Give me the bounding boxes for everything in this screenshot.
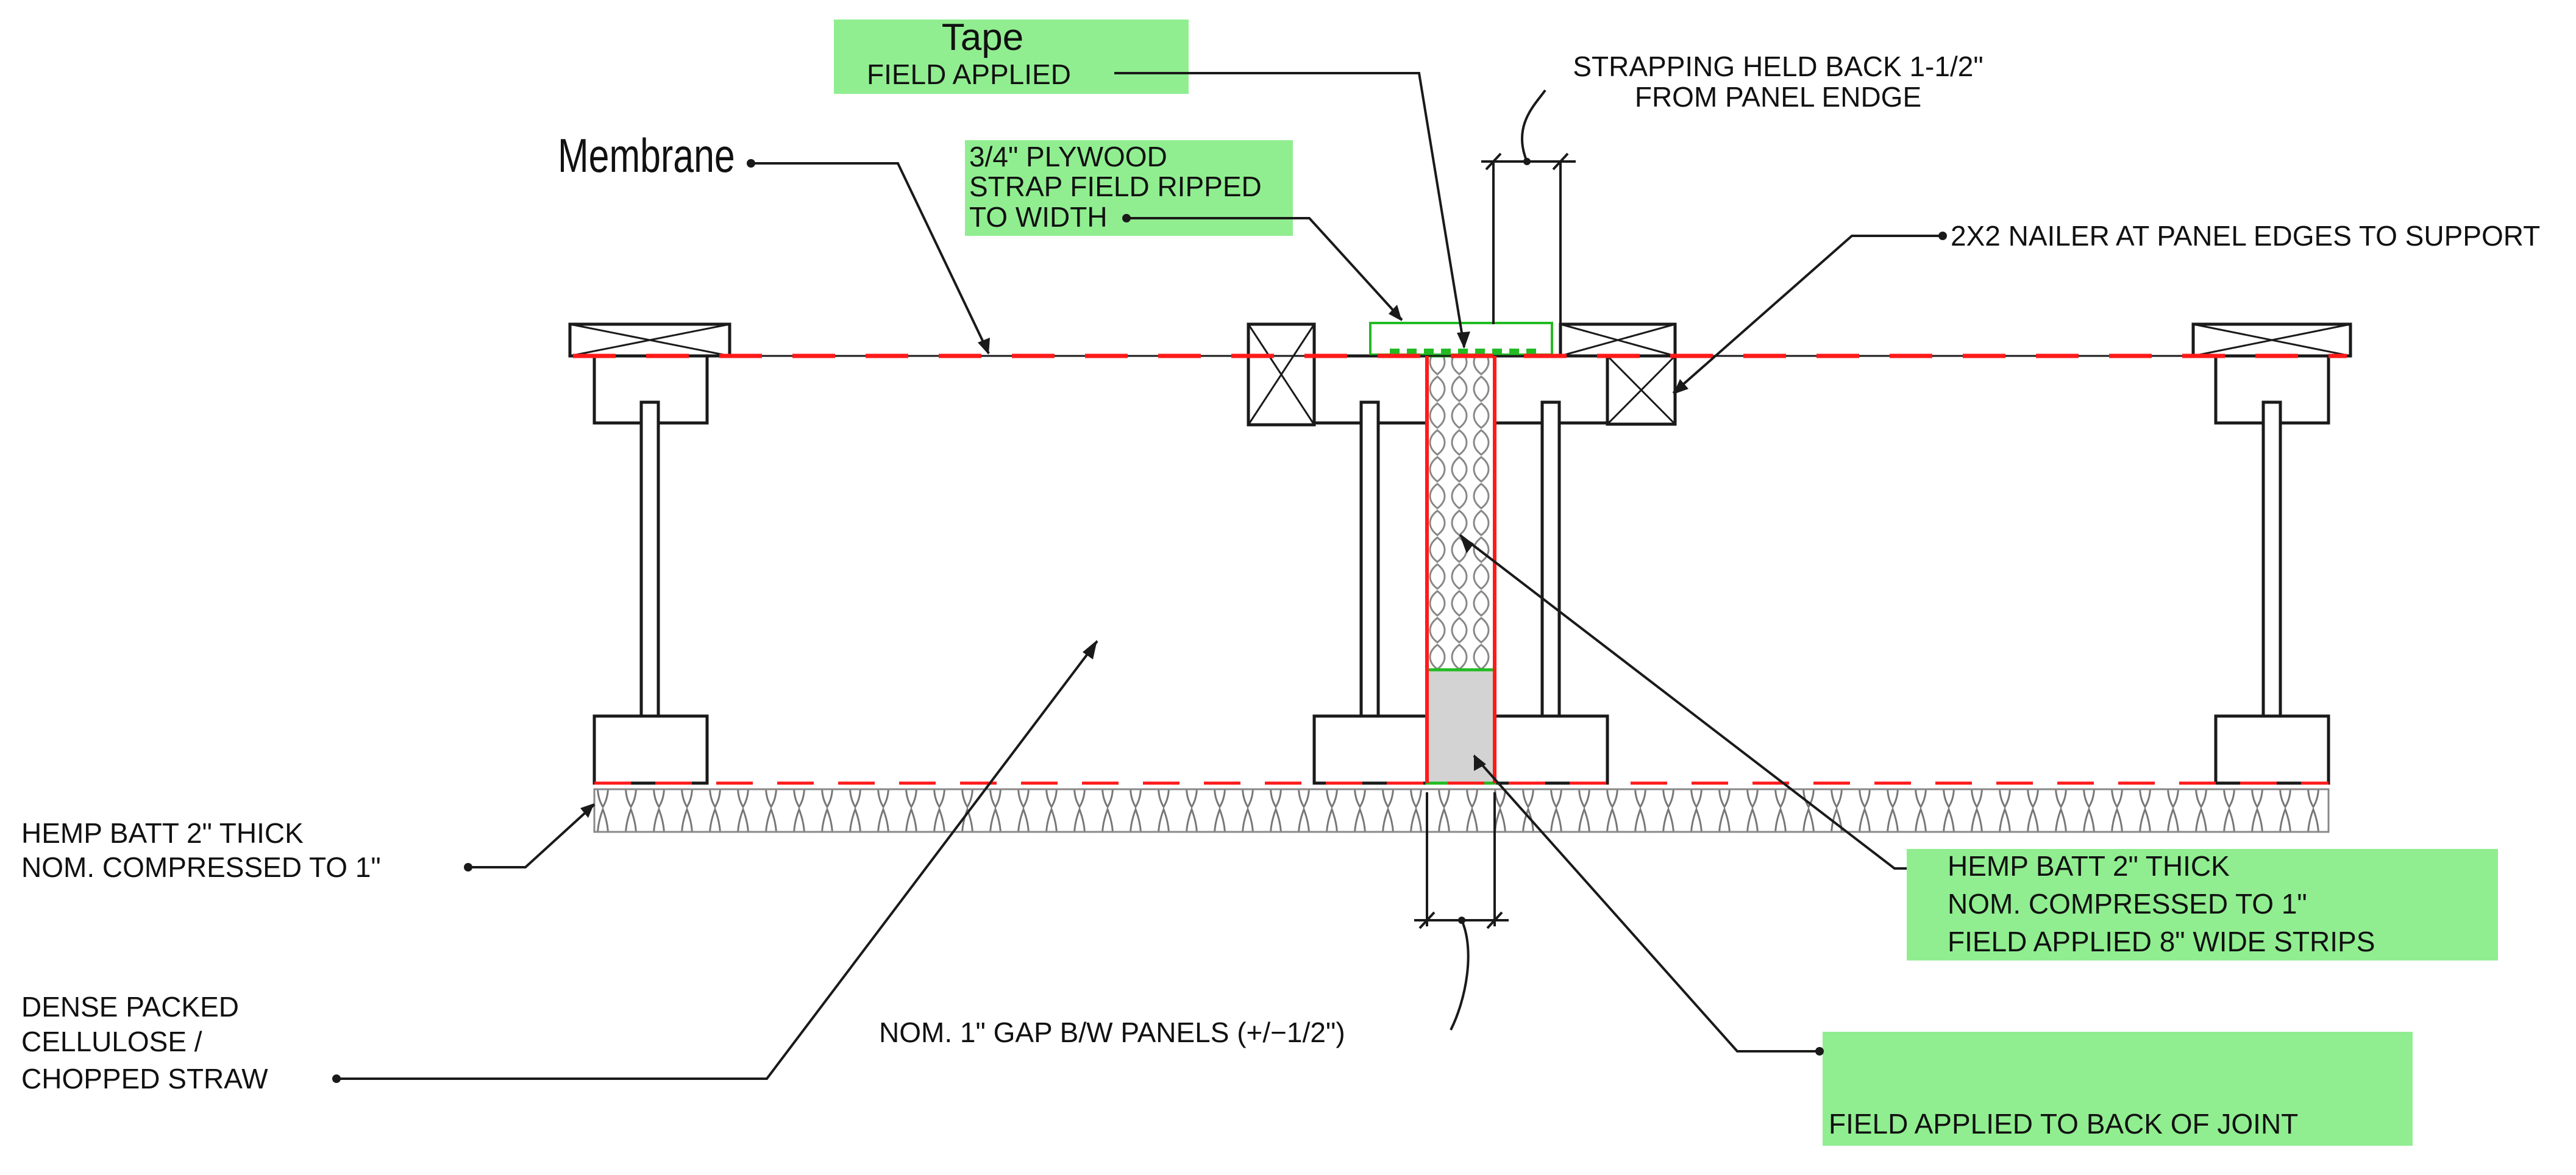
tape-subtitle: FIELD APPLIED: [867, 59, 1071, 90]
hemp-right-line-1: HEMP BATT 2" THICK: [1948, 850, 2230, 882]
nailer-x-marks: [569, 323, 2351, 425]
hemp-left-line-2: NOM. COMPRESSED TO 1": [21, 851, 381, 883]
right-web: [2261, 400, 2282, 742]
back-joint-highlight: [1823, 1032, 2413, 1146]
left-bottom-flange: [592, 714, 709, 785]
plywood-line-3: TO WIDTH: [969, 201, 1108, 233]
nailer-label: 2X2 NAILER AT PANEL EDGES TO SUPPORT: [1951, 220, 2540, 252]
center-right-bottom-flange: [1493, 714, 1609, 785]
gap-label: NOM. 1" GAP B/W PANELS (+/−1/2"): [879, 1017, 1345, 1048]
hemp-right-highlight: [1907, 849, 2498, 960]
highlight-boxes: [834, 20, 2498, 1146]
leader-dots: [332, 158, 1947, 1083]
labels: Tape FIELD APPLIED Membrane 3/4" PLYWOOD…: [21, 16, 2540, 1140]
center-left-web: [1359, 400, 1380, 742]
arrowheads: [580, 305, 1688, 818]
tape-title: Tape: [942, 16, 1023, 59]
strapping-line-2: FROM PANEL ENDGE: [1635, 81, 1921, 113]
cellulose-line-2: CELLULOSE /: [21, 1026, 202, 1057]
center-right-web: [1540, 400, 1561, 742]
right-bottom-flange: [2214, 714, 2330, 785]
strapping-line-1: STRAPPING HELD BACK 1-1/2": [1573, 51, 1983, 82]
hemp-right-line-2: NOM. COMPRESSED TO 1": [1948, 888, 2307, 920]
leader-lines: [336, 72, 1943, 1080]
membrane-lines: [573, 353, 2347, 785]
cellulose-leader: [336, 640, 1098, 1080]
cellulose-line-3: CHOPPED STRAW: [21, 1063, 268, 1095]
membrane-joint: [1425, 356, 1496, 783]
center-left-bottom-flange: [1312, 714, 1429, 785]
left-web: [639, 400, 660, 742]
hemp-left-line-1: HEMP BATT 2" THICK: [21, 817, 304, 849]
plywood-line-1: 3/4" PLYWOOD: [969, 141, 1167, 172]
membrane-label: Membrane: [558, 129, 735, 182]
tape-leader: [1114, 72, 1465, 348]
hemp-right-leader: [1459, 534, 1907, 870]
panel-framing: [568, 322, 2352, 785]
back-joint-leader: [1473, 754, 1820, 1053]
tape-highlight: [834, 20, 1189, 94]
cellulose-line-1: DENSE PACKED: [21, 991, 239, 1023]
hemp-joint-strip: [1425, 354, 1496, 672]
nailer-leader: [1672, 235, 1943, 394]
back-joint-label: FIELD APPLIED TO BACK OF JOINT: [1829, 1108, 2298, 1140]
hemp-right-line-3: FIELD APPLIED 8" WIDE STRIPS: [1948, 926, 2375, 957]
hemp-batt-layer: [593, 788, 2330, 833]
plywood-line-2: STRAP FIELD RIPPED: [969, 171, 1262, 202]
membrane-leader: [751, 162, 990, 354]
plywood-leader: [1126, 217, 1403, 321]
hemp-left-leader: [468, 803, 596, 868]
